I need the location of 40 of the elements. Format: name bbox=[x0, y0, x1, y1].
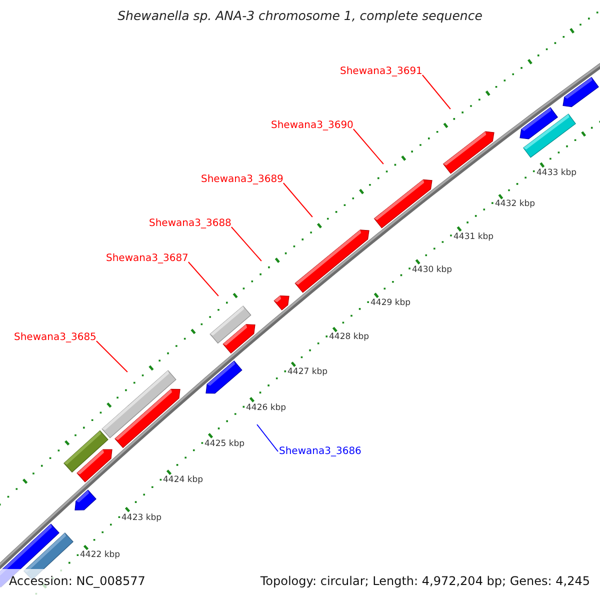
leader-line bbox=[352, 128, 384, 164]
scale-label: 4429 kbp bbox=[370, 298, 411, 308]
leader-line bbox=[188, 262, 219, 296]
leader-line bbox=[230, 226, 262, 262]
scale-label: 4425 kbp bbox=[204, 438, 245, 449]
scale-label: 4433 kbp bbox=[536, 168, 577, 178]
scale-label: 4427 kbp bbox=[288, 367, 328, 378]
gene-bar bbox=[102, 370, 176, 438]
scale-label: 4423 kbp bbox=[122, 512, 162, 523]
leader-line bbox=[96, 340, 128, 372]
scale-label: 4426 kbp bbox=[246, 402, 286, 413]
scale-label: 4422 kbp bbox=[80, 550, 120, 560]
scale-label: 4428 kbp bbox=[329, 332, 370, 342]
accession-text: Accession: NC_008577 bbox=[9, 574, 146, 588]
gene-feature bbox=[274, 295, 290, 310]
scale-label: 4431 kbp bbox=[454, 232, 494, 242]
gene-bar bbox=[210, 306, 252, 344]
gene-feature bbox=[74, 490, 96, 510]
scale-label: 4424 kbp bbox=[163, 475, 204, 486]
summary-text: Topology: circular; Length: 4,972,204 bp; Genes: 4,245 bbox=[260, 574, 590, 588]
gene-feature bbox=[562, 76, 599, 108]
gene-bar bbox=[522, 114, 576, 158]
gene-label: Shewana3_3687 bbox=[106, 252, 188, 265]
gene-feature bbox=[442, 131, 494, 174]
gene-feature bbox=[374, 179, 432, 228]
gene-bar bbox=[64, 430, 108, 473]
gene-label: Shewana3_3686 bbox=[279, 445, 362, 458]
gene-label: Shewana3_3685 bbox=[14, 331, 96, 344]
scale-label: 4430 kbp bbox=[412, 264, 452, 275]
leader-line bbox=[256, 424, 278, 452]
diagram-title: Shewanella sp. ANA-3 chromosome 1, complete sequence bbox=[116, 8, 484, 23]
scale-label: 4432 kbp bbox=[495, 199, 536, 210]
gene-feature bbox=[294, 230, 370, 293]
gene-label: Shewana3_3688 bbox=[149, 217, 232, 230]
leader-line bbox=[422, 74, 451, 110]
gene-label: Shewana3_3690 bbox=[271, 119, 354, 132]
gene-label: Shewana3_3689 bbox=[201, 173, 284, 186]
gene-feature bbox=[206, 360, 242, 394]
gene-label: Shewana3_3691 bbox=[340, 65, 422, 78]
leader-line bbox=[282, 182, 313, 218]
